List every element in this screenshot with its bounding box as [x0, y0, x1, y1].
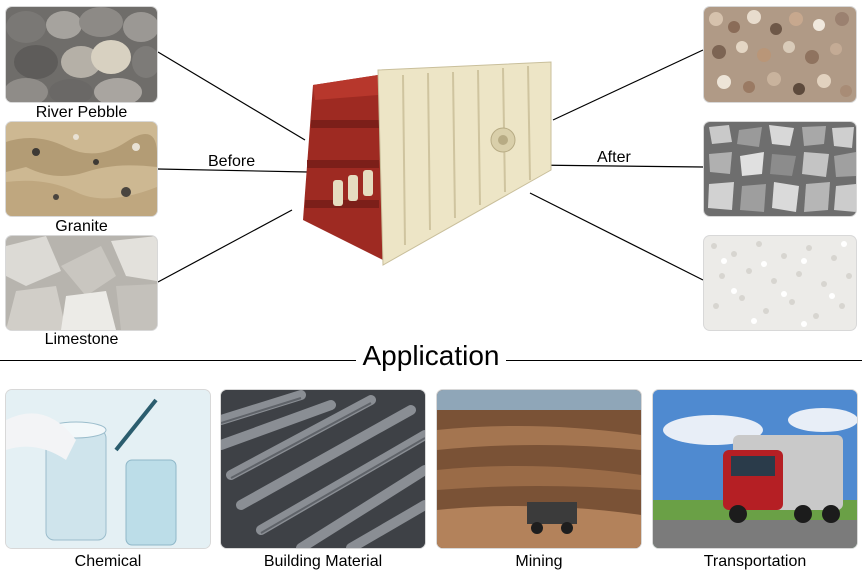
building-material-label: Building Material: [263, 553, 383, 570]
limestone-label: Limestone: [44, 331, 119, 348]
river-pebble-image: [6, 7, 157, 102]
application-rule-left: [0, 360, 356, 361]
fine-sand-output-image: [704, 236, 856, 330]
vibrating-screen-machine: [303, 61, 552, 266]
building-material-image: [221, 390, 425, 548]
after-label: After: [597, 149, 631, 166]
granite-image: [6, 122, 157, 216]
transportation-image: [653, 390, 857, 548]
before-label: Before: [208, 153, 256, 170]
limestone-image: [6, 236, 157, 330]
chemical-label: Chemical: [74, 553, 142, 570]
application-rule-right: [506, 360, 862, 361]
gravel-output-image: [704, 7, 856, 102]
granite-label: Granite: [55, 218, 108, 235]
river-pebble-label: River Pebble: [35, 104, 128, 121]
transportation-label: Transportation: [703, 553, 807, 570]
chemical-image: [6, 390, 210, 548]
crushed-stone-output-image: [704, 122, 856, 216]
application-title: Application: [362, 340, 500, 371]
mining-image: [437, 390, 641, 548]
mining-label: Mining: [515, 553, 563, 570]
